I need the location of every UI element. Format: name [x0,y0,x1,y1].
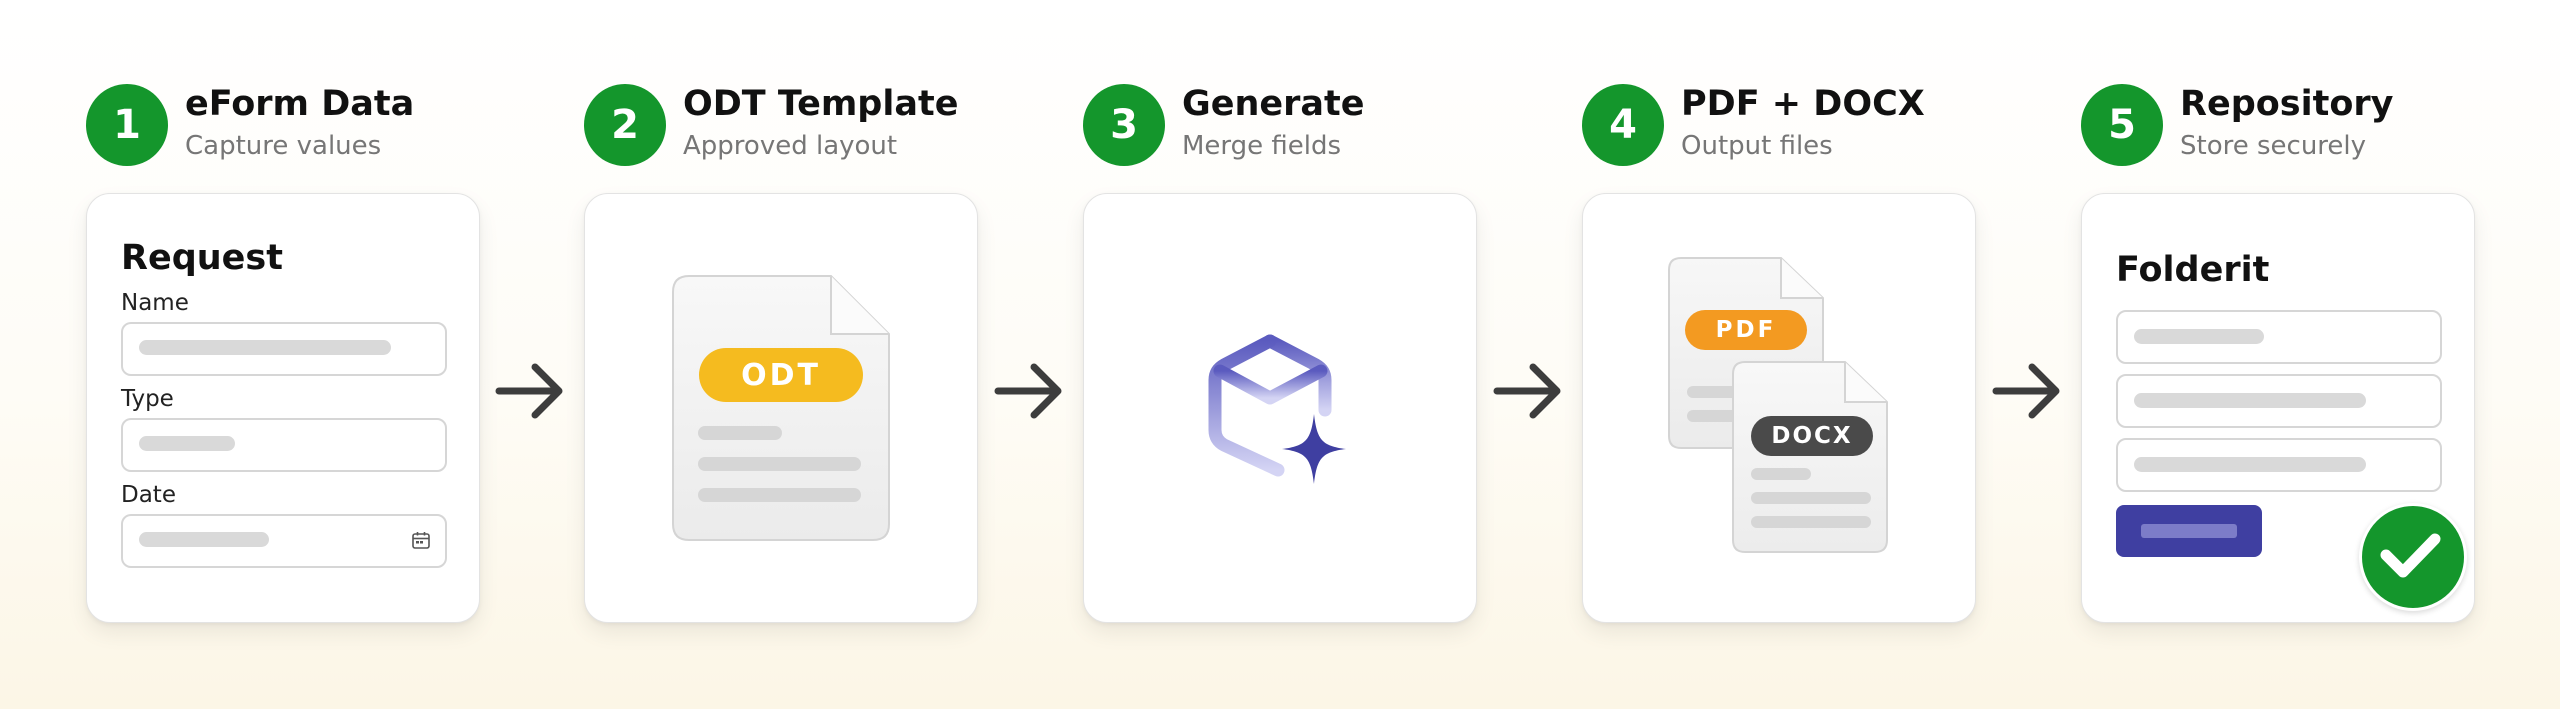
date-label: Date [121,482,176,508]
step-repository: 5 Repository Store securely Folderit [2081,84,2475,623]
type-label: Type [121,386,174,412]
submit-button[interactable] [2116,505,2262,557]
placeholder-bar [2134,457,2366,472]
template-card: ODT [584,193,978,623]
repository-row [2116,374,2442,428]
placeholder-bar [139,436,235,451]
step-title: ODT Template [683,84,959,124]
name-field[interactable] [121,322,447,376]
arrow-right-icon [495,358,567,424]
step-subtitle: Store securely [2180,131,2367,161]
generate-card [1083,193,1477,623]
step-number-badge: 2 [584,84,666,166]
step-title: Generate [1182,84,1365,124]
type-field[interactable] [121,418,447,472]
checkmark-icon [2359,503,2467,611]
arrow-right-icon [1992,358,2064,424]
cube-sparkle-icon [1208,334,1346,484]
arrow-right-icon [994,358,1066,424]
step-number-badge: 4 [1582,84,1664,166]
pdf-badge: PDF [1685,310,1807,350]
step-subtitle: Capture values [185,131,382,161]
step-subtitle: Output files [1681,131,1833,161]
step-pdf-docx: 4 PDF + DOCX Output files PDF [1582,84,1976,623]
output-card: PDF DOCX [1582,193,1976,623]
placeholder-bar [2134,393,2366,408]
arrow-right-icon [1493,358,1565,424]
name-label: Name [121,290,189,316]
odt-document-icon [672,275,890,541]
step-generate: 3 Generate Merge fields [1083,84,1477,623]
step-title: PDF + DOCX [1681,84,1925,124]
step-number-badge: 5 [2081,84,2163,166]
button-label-bar [2141,524,2237,538]
placeholder-bar [2134,329,2264,344]
date-field[interactable] [121,514,447,568]
step-subtitle: Approved layout [683,131,898,161]
calendar-icon[interactable] [411,530,431,550]
step-odt-template: 2 ODT Template Approved layout ODT [584,84,978,623]
step-number-badge: 1 [86,84,168,166]
step-subtitle: Merge fields [1182,131,1342,161]
odt-badge: ODT [699,348,863,402]
repository-row [2116,310,2442,364]
repository-card: Folderit [2081,193,2475,623]
step-title: Repository [2180,84,2394,124]
docx-badge: DOCX [1751,416,1873,456]
placeholder-bar [139,340,391,355]
step-title: eForm Data [185,84,415,124]
placeholder-bar [139,532,269,547]
eform-card: Request Name Type Date [86,193,480,623]
docx-document-icon [1732,361,1888,553]
step-number-badge: 3 [1083,84,1165,166]
repository-row [2116,438,2442,492]
repository-title: Folderit [2116,250,2270,290]
step-eform-data: 1 eForm Data Capture values Request Name… [86,84,480,623]
form-title: Request [121,238,283,278]
